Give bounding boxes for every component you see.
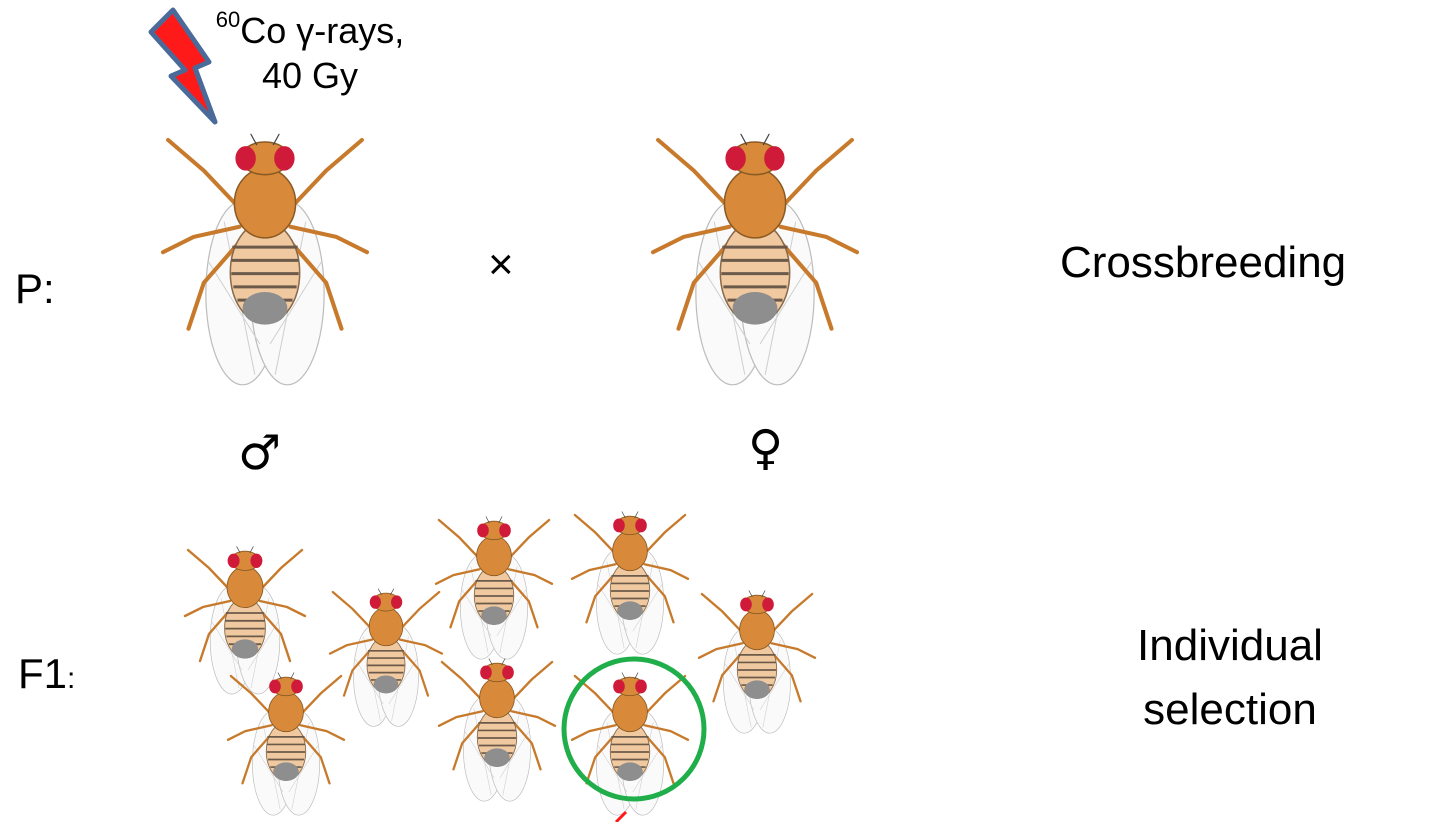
isotope-mass: 60 <box>216 7 240 32</box>
fruit-fly-icon <box>757 594 758 595</box>
male-symbol-icon: ♂ <box>238 425 281 481</box>
selection-circle <box>560 655 710 805</box>
fruit-fly-icon <box>494 520 495 521</box>
step-crossbreeding: Crossbreeding <box>1060 238 1346 288</box>
fruit-fly-icon <box>630 515 631 516</box>
female-symbol-icon: ♀ <box>748 420 783 476</box>
generation-f1-label: F1: <box>18 650 75 698</box>
step-selection: Individual selection <box>1080 614 1380 742</box>
fruit-fly-icon <box>245 550 246 551</box>
fruit-fly-icon <box>755 140 756 141</box>
fruit-fly-icon <box>265 140 266 141</box>
generation-f1-colon: : <box>67 662 75 695</box>
irradiation-label: 60Co γ-rays, 40 Gy <box>190 8 430 98</box>
step-selection-line1: Individual <box>1080 614 1380 678</box>
irradiation-line1: Co γ-rays, <box>240 10 404 51</box>
fruit-fly-icon <box>497 662 498 663</box>
cross-symbol: × <box>488 240 514 290</box>
generation-f1-text: F1 <box>18 650 67 697</box>
fruit-fly-icon <box>386 592 387 593</box>
red-mark <box>612 810 632 822</box>
generation-p-label: P: <box>15 265 55 313</box>
step-selection-line2: selection <box>1080 678 1380 742</box>
irradiation-line2: 40 Gy <box>190 53 430 98</box>
fruit-fly-icon <box>286 676 287 677</box>
